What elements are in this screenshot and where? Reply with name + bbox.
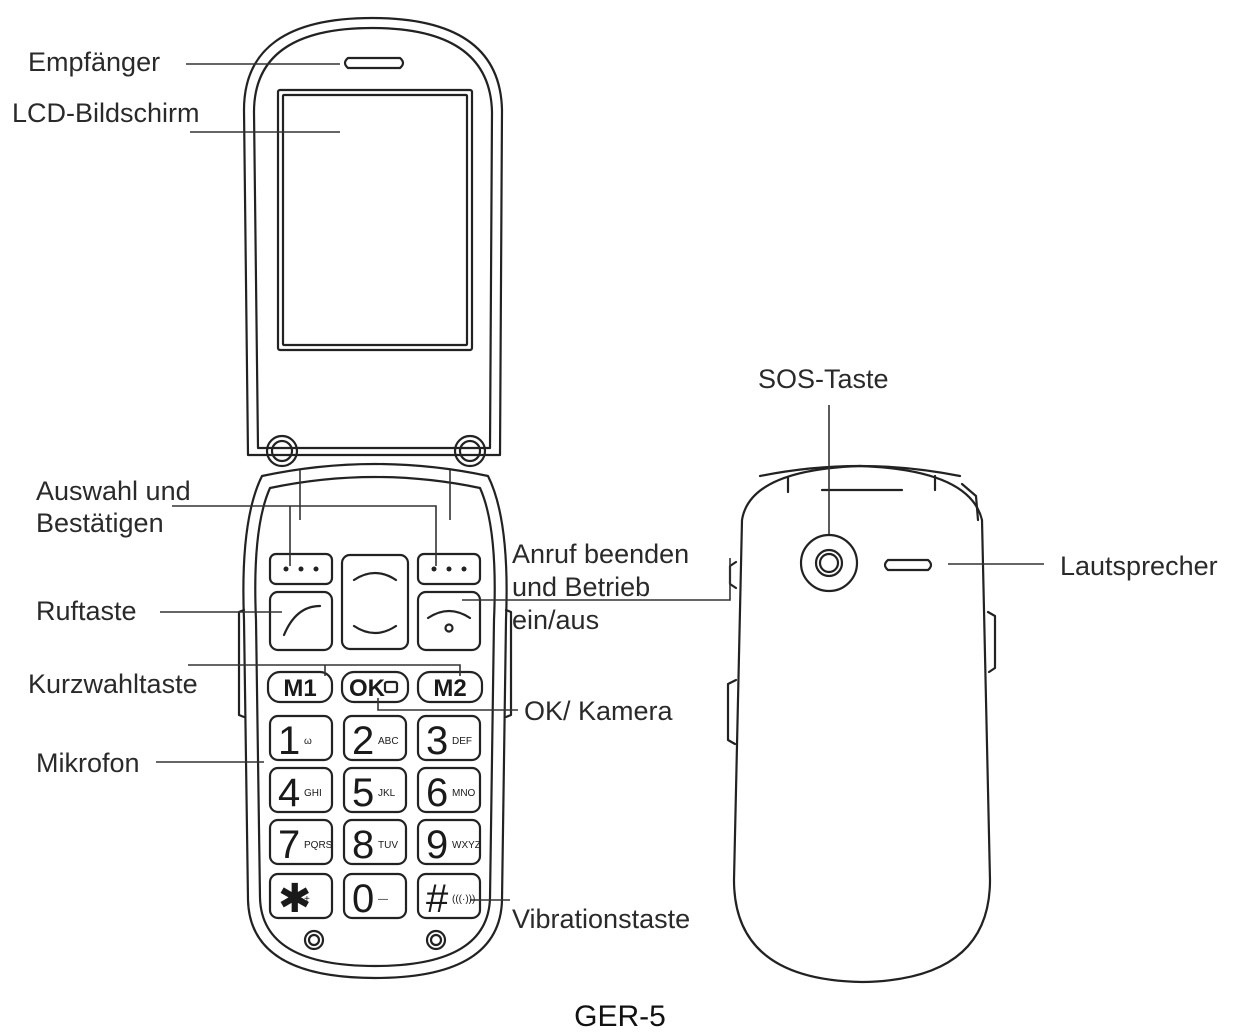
m1-key (266, 670, 334, 704)
label-end-line3: ein/aus (512, 605, 599, 635)
label-end-line1: Anruf beenden (512, 539, 689, 569)
key-digit-sub: MNO (452, 788, 476, 799)
soft-key-right (416, 552, 482, 586)
key-digit-main: 9 (426, 823, 448, 867)
receiver-slot (343, 56, 405, 70)
back-speaker (883, 558, 933, 572)
bottom-button-right (425, 929, 447, 951)
key-digit-sub: ABC (378, 736, 399, 747)
key-m2-label: M2 (433, 675, 466, 702)
key-digit-main: 0 (352, 877, 374, 921)
key-digit-sub: (((·))) (452, 894, 475, 905)
leader-lines (156, 63, 1044, 901)
key-digit-main: 5 (352, 771, 374, 815)
hinge-left (265, 434, 299, 468)
key-digit-main: 8 (352, 823, 374, 867)
key-digit-sub: + (304, 894, 310, 905)
label-end-line2: und Betrieb (512, 572, 650, 602)
key-digit-main: ✱ (278, 877, 312, 921)
label-microphone: Mikrofon (36, 748, 140, 778)
key-digit-sub: — (378, 894, 388, 905)
label-vibration: Vibrationstaste (512, 904, 690, 934)
lcd-screen (276, 88, 474, 352)
bottom-button-left (303, 929, 325, 951)
sos-key (799, 533, 859, 593)
phone-back (726, 464, 997, 984)
key-digit-main: 4 (278, 771, 300, 815)
key-m1-label: M1 (283, 675, 316, 702)
label-ok-camera: OK/ Kamera (524, 696, 674, 726)
key-digit-sub: DEF (452, 736, 472, 747)
key-digit-main: 1 (278, 719, 300, 763)
nav-key (340, 553, 410, 651)
key-digit-main: 3 (426, 719, 448, 763)
key-digit-main: # (426, 877, 449, 921)
call-key (268, 590, 334, 652)
label-select-line1: Auswahl und (36, 476, 191, 506)
label-call-key: Ruftaste (36, 596, 137, 626)
hangup-icon (426, 609, 472, 620)
camera-glyph (383, 680, 399, 694)
end-key (416, 590, 482, 652)
key-digit-main: 6 (426, 771, 448, 815)
phone-front-body (237, 462, 513, 980)
key-digit-sub: PQRS (304, 840, 333, 851)
label-select-line2: Bestätigen (36, 508, 164, 538)
key-digit-sub: JKL (378, 788, 396, 799)
key-digit-sub: TUV (378, 840, 398, 851)
key-digit-sub: WXYZ (452, 840, 481, 851)
key-digit-sub: ω (304, 736, 312, 747)
label-sos: SOS-Taste (758, 364, 889, 394)
label-lcd-screen: LCD-Bildschirm (12, 98, 200, 128)
label-receiver: Empfänger (28, 47, 160, 77)
numeric-keypad (268, 714, 482, 920)
front-keypad-top (268, 552, 482, 652)
label-speaker: Lautsprecher (1060, 551, 1218, 581)
key-digit-main: 7 (278, 823, 300, 867)
hinge-right (453, 434, 487, 468)
soft-key-left (268, 552, 334, 586)
label-speed-dial: Kurzwahltaste (28, 669, 198, 699)
figure-caption: GER-5 (574, 1000, 666, 1033)
handset-icon (282, 604, 322, 637)
key-digit-main: 2 (352, 719, 374, 763)
phone-front-lid (242, 16, 504, 468)
key-digit-sub: GHI (304, 788, 322, 799)
ok-key (340, 670, 410, 704)
key-ok-label: OK (349, 675, 386, 702)
m2-key (416, 670, 484, 704)
